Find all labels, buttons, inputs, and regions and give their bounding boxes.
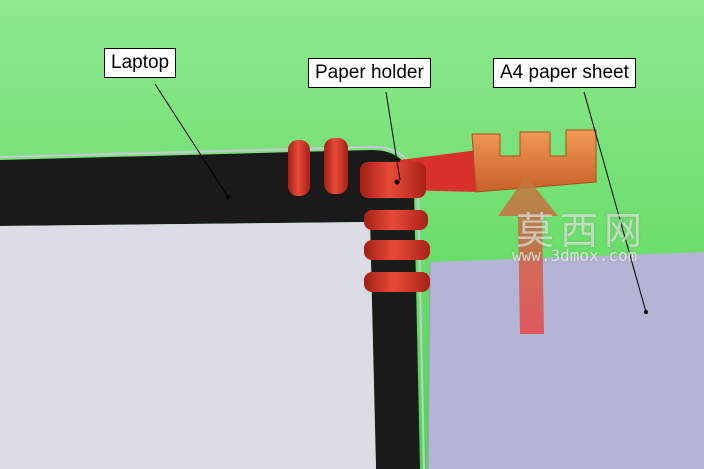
paper-sheet bbox=[428, 252, 704, 469]
paper-clip-teeth bbox=[471, 129, 597, 193]
label-paper-holder: Paper holder bbox=[308, 58, 431, 88]
holder-clip-left bbox=[288, 140, 310, 196]
leader-laptop bbox=[154, 83, 229, 198]
watermark-chinese: 莫西网 bbox=[516, 209, 649, 253]
holder-ring-3 bbox=[364, 272, 430, 292]
holder-corner bbox=[360, 162, 426, 198]
insert-arrow-icon bbox=[498, 176, 558, 334]
holder-ring-2 bbox=[364, 240, 430, 260]
label-laptop: Laptop bbox=[104, 48, 177, 78]
label-a4-paper-sheet: A4 paper sheet bbox=[493, 58, 636, 88]
holder-ring-1 bbox=[364, 210, 428, 230]
watermark-url: www.3dmox.com bbox=[512, 246, 638, 265]
leader-holder bbox=[385, 91, 401, 181]
laptop-screen bbox=[0, 222, 376, 469]
holder-clip-middle bbox=[324, 138, 348, 194]
leader-paper bbox=[583, 91, 647, 313]
